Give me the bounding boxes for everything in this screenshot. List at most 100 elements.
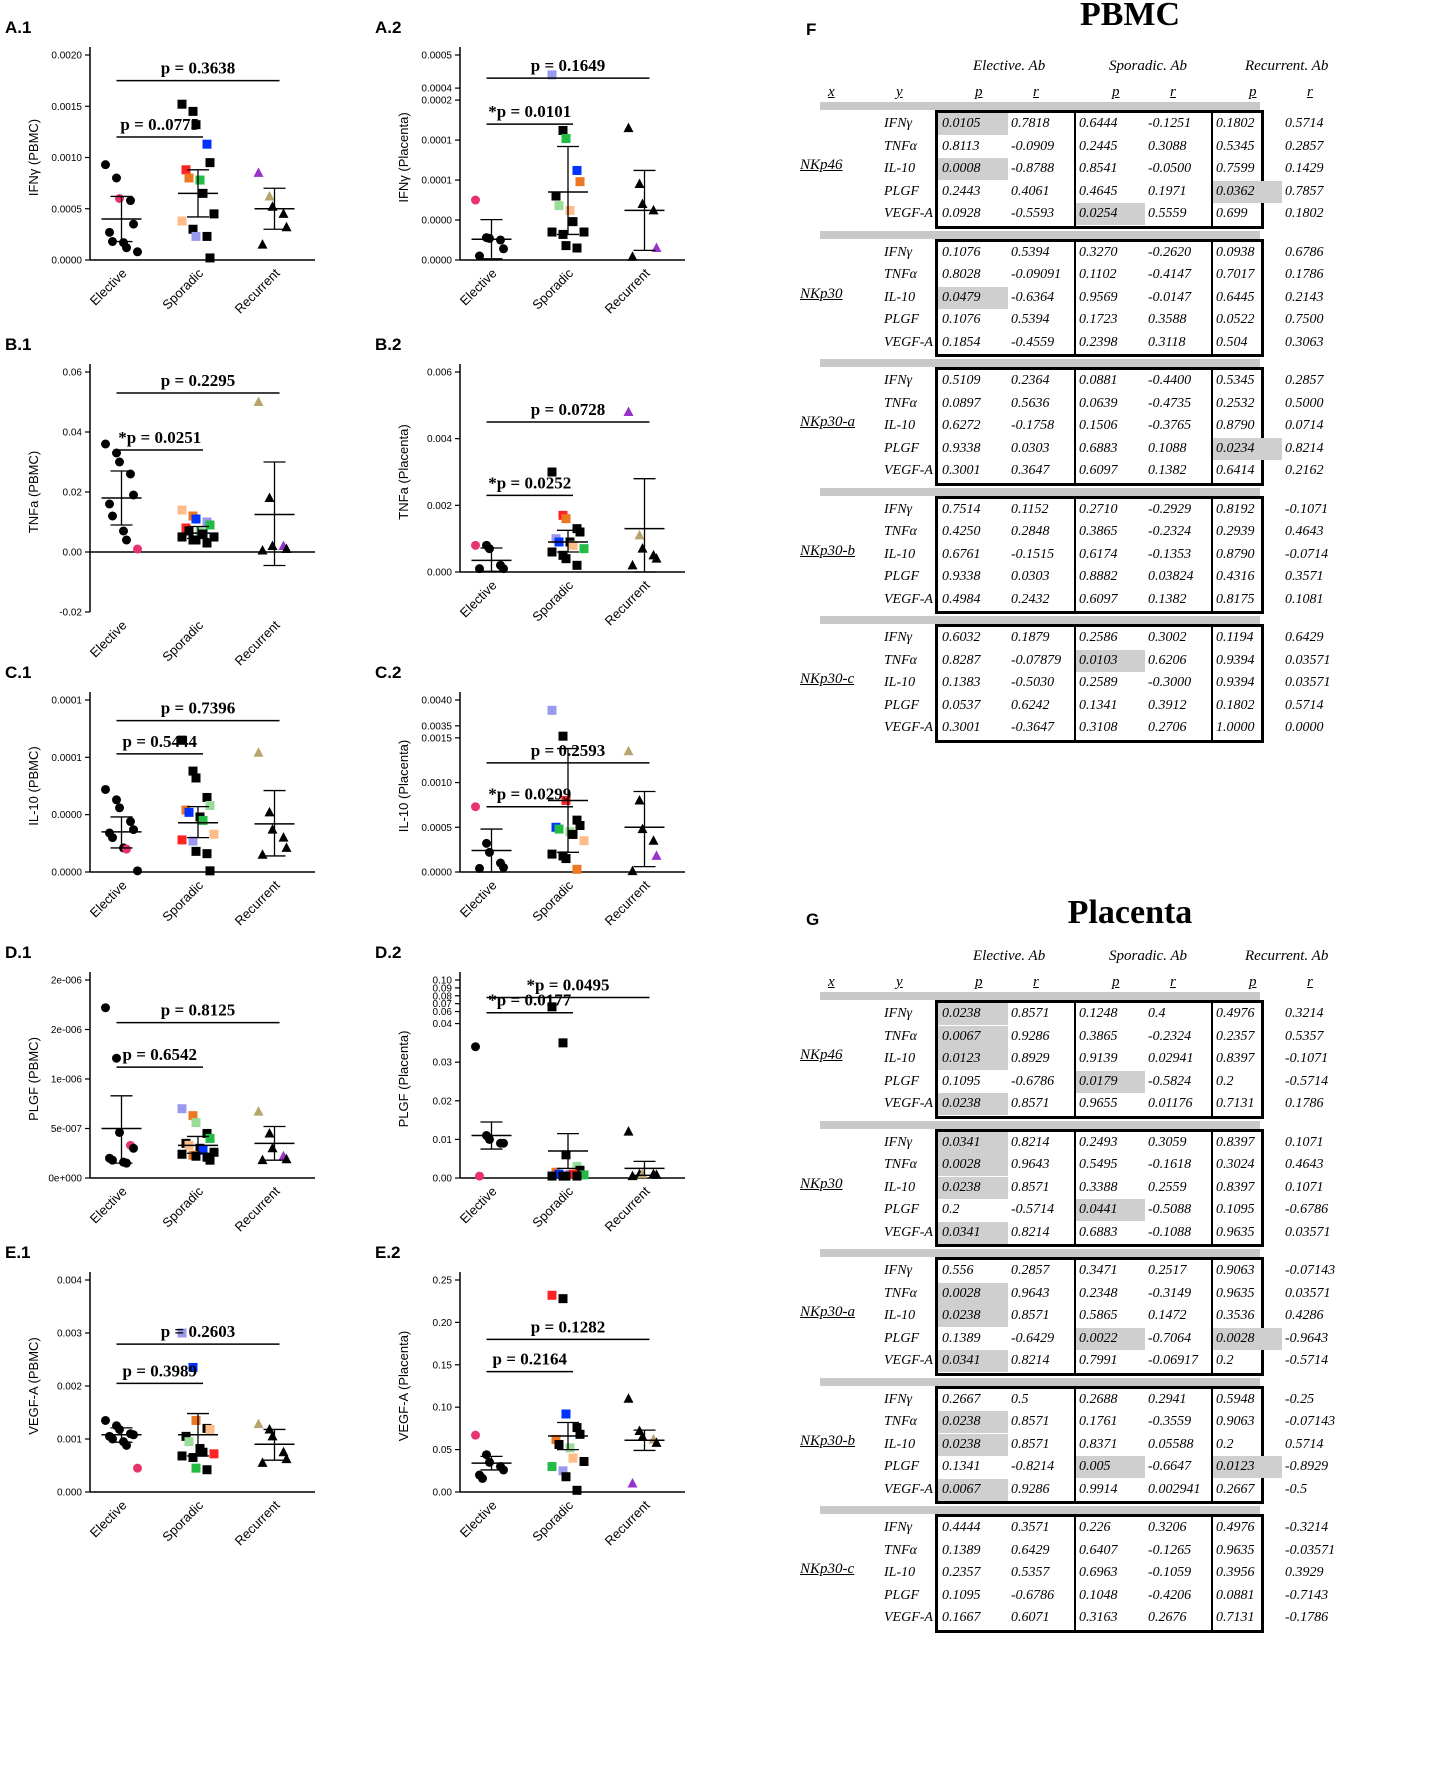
data-point-triangle	[634, 794, 645, 805]
cell-r-value: -0.8214	[1011, 1459, 1055, 1474]
data-point-triangle	[264, 1423, 275, 1434]
data-point-circle	[471, 540, 480, 550]
cell-p-value: 0.2443	[942, 183, 981, 199]
group-divider	[1211, 495, 1213, 614]
data-point-square	[184, 1437, 194, 1447]
data-point-square	[572, 815, 582, 825]
data-point-square	[561, 133, 571, 143]
cell-r-value: -0.5714	[1011, 1202, 1055, 1217]
p-value-label: p = 0.6542	[123, 1045, 197, 1064]
data-point-square	[547, 227, 557, 237]
data-point-triangle	[637, 823, 648, 834]
cell-r-value: -0.4147	[1148, 267, 1192, 282]
y-tick-label: 0.002	[57, 1382, 82, 1393]
data-point-square	[202, 231, 212, 241]
significant-highlight	[1075, 1070, 1145, 1093]
cell-r-value: 0.7857	[1285, 183, 1324, 199]
data-point-square	[184, 173, 194, 183]
cell-r-value: 0.3912	[1148, 697, 1187, 713]
cell-r-value: 0.7818	[1011, 116, 1050, 131]
p-value-label: p = 0.2603	[161, 1322, 235, 1341]
table-block-border	[935, 1128, 1264, 1247]
cell-p-value: 0.8113	[942, 138, 980, 154]
cell-p-value: 0.8028	[942, 267, 981, 282]
cell-r-value: -0.4735	[1148, 395, 1192, 411]
row-cytokine: IFNγ	[884, 116, 913, 131]
y-tick-label: 0e+000	[48, 1174, 82, 1185]
cell-p-value: 0.9655	[1079, 1096, 1118, 1111]
table-r-header: r	[1307, 84, 1313, 100]
data-point-triangle	[281, 842, 292, 852]
table-separator	[820, 230, 1260, 239]
data-point-square	[202, 139, 212, 149]
row-cytokine: IL-10	[884, 675, 916, 690]
table-separator	[820, 102, 1260, 110]
cell-p-value: 0.1802	[1216, 116, 1255, 131]
cell-r-value: 0.4061	[1011, 183, 1050, 199]
cell-p-value: 0.6097	[1079, 463, 1118, 478]
y-tick-label: 1e-006	[51, 1075, 83, 1086]
cell-p-value: 0.1667	[942, 1610, 981, 1625]
category-label: Elective	[87, 1498, 130, 1541]
group-divider	[1211, 1000, 1213, 1119]
group-divider	[1211, 238, 1213, 357]
data-point-triangle	[267, 540, 278, 550]
data-point-circle	[115, 1127, 124, 1137]
table-p-header: p	[975, 974, 983, 990]
data-point-square	[575, 177, 585, 187]
significant-highlight	[938, 1305, 1008, 1327]
cell-r-value: -0.7143	[1285, 1587, 1329, 1603]
data-point-triangle	[257, 545, 268, 555]
row-cytokine: IL-10	[884, 546, 916, 562]
p-value-label: p = 0.7396	[161, 699, 235, 718]
cell-p-value: 0.7991	[1079, 1353, 1118, 1368]
table-group-header: Sporadic. Ab	[1109, 58, 1188, 74]
cell-p-value: 0.0067	[942, 1028, 981, 1044]
data-point-circle	[133, 866, 142, 876]
data-point-circle	[485, 847, 494, 857]
cell-r-value: -0.3765	[1148, 418, 1192, 433]
y-tick-label: 0.003	[57, 1329, 82, 1340]
cell-r-value: 0.6071	[1011, 1610, 1050, 1625]
significant-highlight	[938, 1131, 1008, 1154]
data-point-square	[561, 1472, 571, 1482]
y-tick-label: 0.0001	[421, 176, 452, 187]
cell-p-value: 0.0639	[1079, 395, 1118, 411]
cell-p-value: 0.7514	[942, 501, 981, 517]
row-cytokine: IFNγ	[884, 1134, 913, 1150]
data-point-circle	[105, 499, 114, 509]
panel-label: B.1	[5, 335, 31, 354]
category-label: Sporadic	[529, 265, 576, 312]
data-point-circle	[108, 1155, 117, 1165]
data-point-triangle	[257, 849, 268, 859]
category-label: Sporadic	[529, 577, 576, 624]
cell-r-value: 0.0303	[1011, 440, 1050, 456]
data-point-triangle	[634, 178, 645, 189]
data-point-square	[177, 532, 187, 542]
cell-r-value: 0.3214	[1285, 1006, 1324, 1021]
y-axis-label: IL-10 (Placenta)	[396, 740, 411, 833]
cell-p-value: 0.1802	[1216, 697, 1255, 713]
y-tick-label: 0.000	[427, 568, 452, 579]
data-point-circle	[115, 803, 124, 813]
data-point-triangle	[267, 824, 278, 834]
row-cytokine: TNFα	[884, 652, 918, 668]
data-point-square	[177, 835, 187, 845]
y-tick-label: 0.06	[63, 368, 83, 379]
panel-label: E.2	[375, 1243, 401, 1262]
p-value-label: p = 0.5444	[123, 732, 198, 751]
block-name: NKp30	[800, 285, 843, 302]
data-point-square	[177, 99, 187, 109]
cell-r-value: -0.1251	[1148, 116, 1192, 131]
cell-p-value: 0.6097	[1079, 591, 1118, 607]
y-tick-label: 0.0015	[421, 733, 452, 744]
cell-r-value: -0.07143	[1285, 1263, 1336, 1278]
data-point-triangle	[651, 850, 662, 860]
panel-label: A.2	[375, 18, 401, 37]
cell-r-value: -0.6647	[1148, 1459, 1192, 1474]
y-tick-label: 0.0005	[421, 823, 452, 834]
cell-r-value: 0.1879	[1011, 630, 1050, 645]
cell-r-value: 0.9643	[1011, 1285, 1050, 1301]
data-point-square	[177, 1451, 187, 1461]
cell-r-value: 0.2706	[1148, 720, 1187, 735]
